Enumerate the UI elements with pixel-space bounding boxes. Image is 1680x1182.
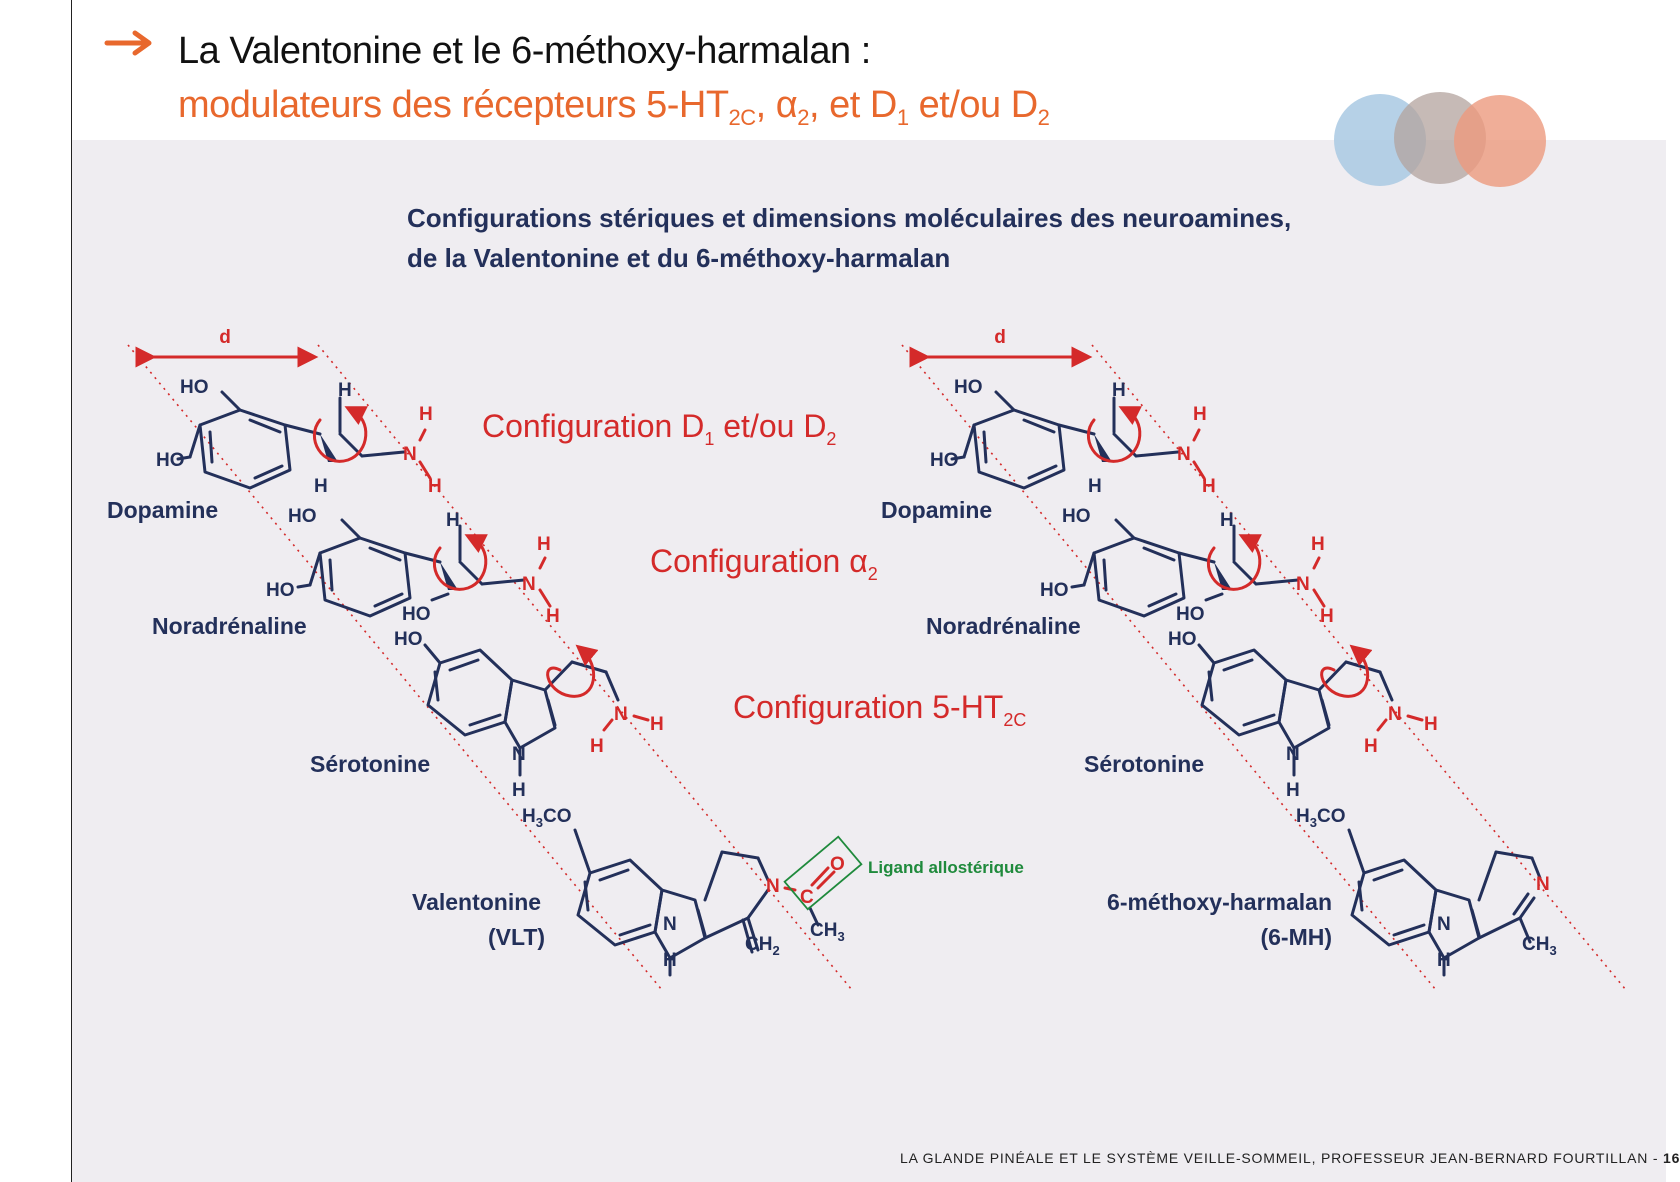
atom-label: N	[614, 704, 628, 725]
right-diagram: d HO HO H H N H H Dopamine HO HO H HO N …	[881, 327, 1627, 991]
atom-label: H	[537, 534, 551, 555]
molecule-label-serotonine: Sérotonine	[310, 751, 430, 777]
molecule-label-6mh-abbr: (6-MH)	[1260, 924, 1332, 950]
molecule-label-noradrenaline: Noradrénaline	[926, 613, 1081, 639]
atom-label: H	[1311, 534, 1325, 555]
config-alpha2-label: Configuration α2	[650, 543, 878, 584]
distance-label: d	[219, 327, 231, 348]
atom-label: CH3	[810, 920, 845, 944]
atom-label: HO	[402, 604, 431, 625]
atom-label: H	[512, 780, 526, 801]
atom-label: H	[1202, 476, 1216, 497]
atom-label: H	[1286, 780, 1300, 801]
atom-label: HO	[1168, 629, 1197, 650]
atom-label: H	[1437, 950, 1451, 971]
atom-label: H	[1320, 606, 1334, 627]
atom-label: HO	[394, 629, 423, 650]
atom-label: H	[338, 380, 352, 401]
atom-label: N	[663, 914, 677, 935]
atom-label: N	[1296, 574, 1310, 595]
atom-label: H	[546, 606, 560, 627]
atom-label: N	[403, 444, 417, 465]
atom-label: N	[766, 876, 780, 897]
molecule-label-noradrenaline: Noradrénaline	[152, 613, 307, 639]
figure-panel	[72, 140, 1666, 1182]
atom-label: H	[650, 714, 664, 735]
atom-label: HO	[1040, 580, 1069, 601]
page-subtitle: modulateurs des récepteurs 5-HT2C, α2, e…	[178, 84, 1050, 130]
atom-label: HO	[1062, 506, 1091, 527]
atom-label: N	[1388, 704, 1402, 725]
config-5ht2c-label: Configuration 5-HT2C	[733, 689, 1026, 730]
molecule-label-vlt: (VLT)	[488, 924, 545, 950]
atom-label: HO	[180, 377, 209, 398]
atom-label: H	[1220, 510, 1234, 531]
atom-label: HO	[1176, 604, 1205, 625]
atom-label: N	[1437, 914, 1451, 935]
molecule-label-serotonine: Sérotonine	[1084, 751, 1204, 777]
decorative-circles	[1334, 92, 1546, 187]
atom-label: O	[830, 854, 845, 875]
molecule-label-6mh: 6-méthoxy-harmalan	[1107, 889, 1332, 915]
atom-label: N	[512, 744, 526, 765]
atom-label: H	[663, 950, 677, 971]
figure-title: Configurations stériques et dimensions m…	[407, 203, 1292, 273]
molecule-label-valentonine: Valentonine	[412, 889, 541, 915]
molecule-label-dopamine: Dopamine	[107, 497, 218, 523]
atom-label: N	[1536, 874, 1550, 895]
arrow-right-icon	[104, 30, 152, 56]
atom-label: H3CO	[522, 806, 571, 830]
atom-label: CH3	[1522, 934, 1557, 958]
atom-label: C	[800, 887, 814, 908]
atom-label: H	[1364, 736, 1378, 757]
atom-label: HO	[954, 377, 983, 398]
atom-label: H	[1424, 714, 1438, 735]
atom-label: H	[1193, 404, 1207, 425]
page-number: 16	[1663, 1150, 1680, 1166]
atom-label: HO	[930, 450, 959, 471]
atom-label: HO	[156, 450, 185, 471]
atom-label: N	[522, 574, 536, 595]
atom-label: H	[1088, 476, 1102, 497]
distance-label: d	[994, 327, 1006, 348]
atom-label: CH2	[745, 934, 780, 958]
atom-label: H3CO	[1296, 806, 1345, 830]
atom-label: H	[428, 476, 442, 497]
atom-label: N	[1177, 444, 1191, 465]
left-diagram: d HO HO H H N H H Dopamine HO HO H HO N …	[107, 327, 1024, 991]
atom-label: HO	[288, 506, 317, 527]
atom-label: H	[1112, 380, 1126, 401]
atom-label: N	[1286, 744, 1300, 765]
atom-label: HO	[266, 580, 295, 601]
left-rule	[71, 0, 72, 1182]
molecule-label-dopamine: Dopamine	[881, 497, 992, 523]
atom-label: H	[419, 404, 433, 425]
atom-label: H	[590, 736, 604, 757]
atom-label: H	[446, 510, 460, 531]
config-d1d2-label: Configuration D1 et/ou D2	[482, 408, 836, 449]
footer: LA GLANDE PINÉALE ET LE SYSTÈME VEILLE-S…	[900, 1150, 1680, 1166]
page-title: La Valentonine et le 6-méthoxy-harmalan …	[178, 30, 871, 72]
ligand-label: Ligand allostérique	[868, 858, 1024, 877]
atom-label: H	[314, 476, 328, 497]
